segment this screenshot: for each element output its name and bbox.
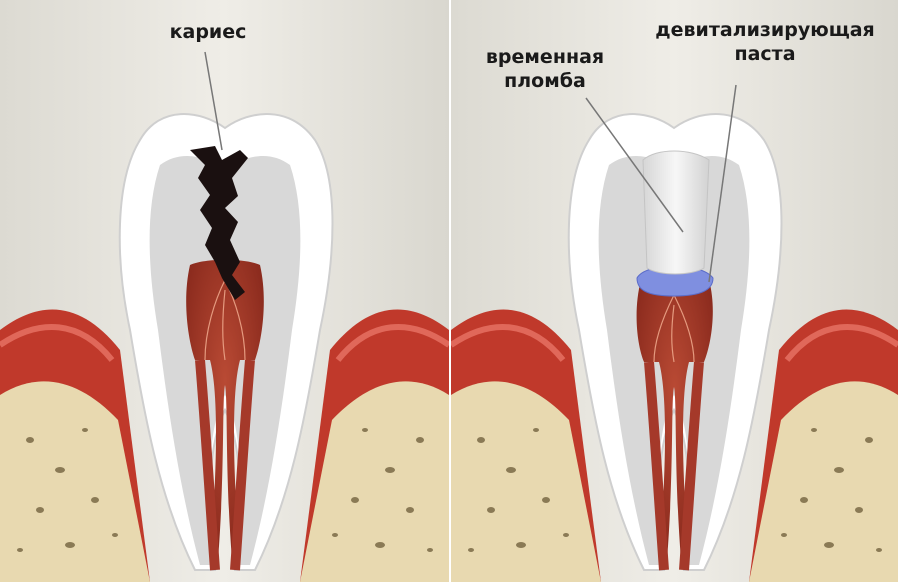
temporary-filling-label: временная пломба [470,45,620,93]
temporary-filling-label-line2: пломба [470,69,620,93]
devitalizing-paste-label-line2: паста [640,42,890,66]
caries-label-text: кариес [170,21,247,43]
caries-label: кариес [153,20,263,44]
devitalizing-paste-label: девитализирующая паста [640,18,890,66]
caries-tooth-illustration [0,0,449,582]
temporary-filling [643,151,709,274]
caries-tooth-panel [0,0,449,582]
temporary-filling-label-line1: временная [470,45,620,69]
devitalizing-paste-label-line1: девитализирующая [640,18,890,42]
